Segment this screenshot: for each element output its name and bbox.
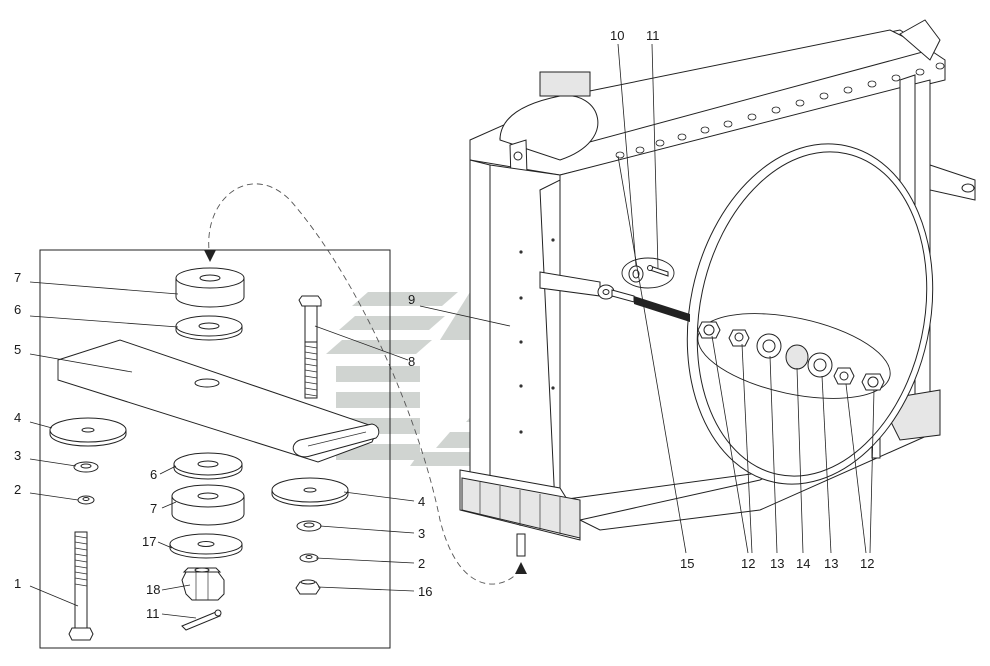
callout-12: 12 xyxy=(860,556,874,571)
connector-arrow-bottom xyxy=(515,562,527,574)
part-16-nut xyxy=(295,579,321,595)
callout-1: 1 xyxy=(14,576,21,591)
part-17-washer xyxy=(169,533,243,559)
callout-4: 4 xyxy=(14,410,21,425)
callout-4: 4 xyxy=(418,494,425,509)
callout-2: 2 xyxy=(418,556,425,571)
part-6-top-washer xyxy=(175,315,243,341)
dashed-connector-curve xyxy=(208,183,521,585)
part-4-left-washer xyxy=(49,417,127,447)
callout-7: 7 xyxy=(14,270,21,285)
part-7-top-cushion xyxy=(175,267,245,308)
callout-13: 13 xyxy=(770,556,784,571)
part-1-long-bolt xyxy=(68,531,94,641)
part-11-cotter-pin xyxy=(181,609,222,631)
part-3-right-washer xyxy=(296,520,322,532)
callout-11: 11 xyxy=(146,606,160,621)
callout-3: 3 xyxy=(14,448,21,463)
hardware-detail xyxy=(697,313,891,399)
callout-3: 3 xyxy=(418,526,425,541)
callout-6: 6 xyxy=(150,467,157,482)
part-7-center-cushion xyxy=(171,484,245,526)
callout-14: 14 xyxy=(796,556,810,571)
callout-8: 8 xyxy=(408,354,415,369)
callout-12: 12 xyxy=(741,556,755,571)
callout-6: 6 xyxy=(14,302,21,317)
washer-pin-detail xyxy=(621,257,675,289)
callout-15: 15 xyxy=(680,556,694,571)
eye-bolt-rod xyxy=(597,284,690,322)
callout-9: 9 xyxy=(408,292,415,307)
part-4-right-washer xyxy=(271,477,349,507)
callout-2: 2 xyxy=(14,482,21,497)
flange-bolts xyxy=(615,62,945,159)
part-18-castle-nut xyxy=(181,567,225,601)
part-2-left-lockwasher xyxy=(77,495,95,505)
callout-10: 10 xyxy=(610,28,624,43)
callout-11: 11 xyxy=(646,28,660,43)
callout-13: 13 xyxy=(824,556,838,571)
connector-arrow-top xyxy=(204,250,216,262)
part-8-bolt xyxy=(298,295,322,399)
callout-7: 7 xyxy=(150,501,157,516)
callout-5: 5 xyxy=(14,342,21,357)
part-6-center-washer xyxy=(173,452,243,480)
part-5-bracket xyxy=(57,339,380,463)
part-2-right-lockwasher xyxy=(299,553,319,563)
callout-18: 18 xyxy=(146,582,160,597)
callout-labels: 7 6 5 8 4 3 2 1 6 7 17 18 11 4 3 2 16 9 … xyxy=(14,28,874,621)
part-3-left-washer xyxy=(73,461,99,473)
leader-lines xyxy=(29,43,875,619)
callout-16: 16 xyxy=(418,584,432,599)
callout-17: 17 xyxy=(142,534,156,549)
inset-frame xyxy=(39,249,391,649)
